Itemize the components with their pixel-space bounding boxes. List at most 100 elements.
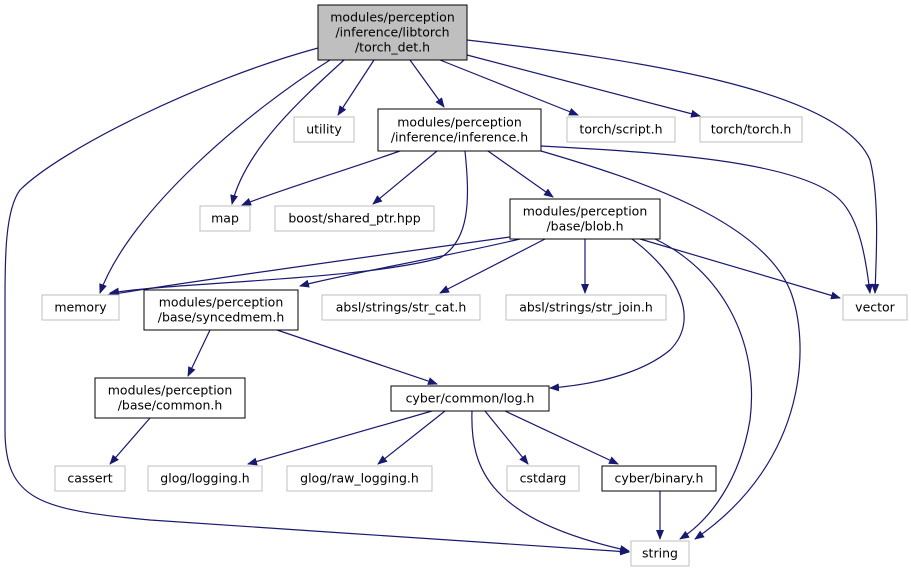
edge-torch_det-to-string xyxy=(4,47,630,556)
node-label-memory-line-0: memory xyxy=(54,300,107,315)
node-label-syncedmem-line-0: modules/perception xyxy=(159,295,284,310)
node-label-torch_torch-line-0: torch/torch.h xyxy=(711,122,792,137)
node-box-map xyxy=(199,205,251,232)
node-log[interactable]: cyber/common/log.h xyxy=(390,385,550,412)
node-box-torch_torch xyxy=(699,116,803,143)
node-blob[interactable]: modules/perception/base/blob.h xyxy=(509,198,661,240)
node-label-torch_det-line-2: /torch_det.h xyxy=(355,40,430,55)
edge-torch_det-to-inference xyxy=(409,59,445,108)
node-label-inference-line-1: /inference/inference.h xyxy=(391,130,528,145)
node-box-string xyxy=(630,540,690,567)
edge-log-to-binary xyxy=(504,410,619,465)
node-str_join: absl/strings/str_join.h xyxy=(505,294,667,321)
node-common[interactable]: modules/perception/base/common.h xyxy=(94,377,246,419)
node-label-utility-line-0: utility xyxy=(306,122,342,137)
node-label-cstdarg-line-0: cstdarg xyxy=(520,471,567,486)
node-box-glog_raw xyxy=(286,465,433,492)
node-label-common-line-1: /base/common.h xyxy=(118,398,223,413)
node-label-blob-line-0: modules/perception xyxy=(523,204,648,219)
node-label-syncedmem-line-1: /base/syncedmem.h xyxy=(158,310,285,325)
edge-inference-to-blob xyxy=(487,150,554,198)
node-glog_raw: glog/raw_logging.h xyxy=(286,465,433,492)
edge-inference-to-vector xyxy=(540,145,873,294)
edge-syncedmem-to-log xyxy=(276,329,438,385)
edge-inference-to-boost_shared xyxy=(372,150,438,205)
node-box-glog_logging xyxy=(147,465,263,492)
node-label-str_join-line-0: absl/strings/str_join.h xyxy=(519,300,653,315)
node-box-cstdarg xyxy=(506,465,580,492)
node-label-binary-line-0: cyber/binary.h xyxy=(615,471,704,486)
node-label-vector-line-0: vector xyxy=(855,300,896,315)
edge-inference-to-memory xyxy=(109,150,469,296)
edge-torch_det-to-memory xyxy=(99,59,331,294)
node-label-blob-line-1: /base/blob.h xyxy=(546,219,623,234)
node-box-vector xyxy=(842,294,908,321)
node-memory: memory xyxy=(41,294,120,321)
edge-log-to-glog_logging xyxy=(247,410,433,466)
node-label-boost_shared-line-0: boost/shared_ptr.hpp xyxy=(288,211,420,226)
node-box-common xyxy=(94,377,246,419)
node-box-binary xyxy=(601,465,717,492)
node-box-torch_det xyxy=(317,4,468,61)
node-box-syncedmem xyxy=(143,289,299,331)
node-inference[interactable]: modules/perception/inference/inference.h xyxy=(377,108,542,152)
node-label-map-line-0: map xyxy=(211,211,239,226)
edge-inference-to-string xyxy=(540,150,801,540)
node-vector: vector xyxy=(842,294,908,321)
node-label-str_cat-line-0: absl/strings/str_cat.h xyxy=(336,300,467,315)
node-box-memory xyxy=(41,294,120,321)
nodes-layer: modules/perception/inference/libtorch/to… xyxy=(41,4,908,567)
node-label-cassert-line-0: cassert xyxy=(67,471,112,486)
edge-torch_det-to-torch_script xyxy=(439,59,579,116)
node-cstdarg: cstdarg xyxy=(506,465,580,492)
node-binary[interactable]: cyber/binary.h xyxy=(601,465,717,492)
node-label-torch_det-line-0: modules/perception xyxy=(330,10,455,25)
edge-blob-to-vector xyxy=(639,238,841,300)
edge-torch_det-to-map xyxy=(230,59,345,205)
node-label-log-line-0: cyber/common/log.h xyxy=(406,391,535,406)
edges-layer xyxy=(4,39,880,556)
node-label-glog_logging-line-0: glog/logging.h xyxy=(160,471,249,486)
node-box-torch_script xyxy=(566,116,676,143)
node-box-cassert xyxy=(54,465,126,492)
node-torch_det[interactable]: modules/perception/inference/libtorch/to… xyxy=(317,4,468,61)
edge-log-to-glog_raw xyxy=(377,410,446,465)
edge-blob-to-syncedmem xyxy=(299,238,521,288)
node-label-torch_det-line-1: /inference/libtorch xyxy=(335,25,449,40)
edge-syncedmem-to-common xyxy=(187,329,211,377)
node-label-torch_script-line-0: torch/script.h xyxy=(579,122,662,137)
node-box-str_join xyxy=(505,294,667,321)
edge-log-to-string xyxy=(471,410,630,553)
node-cassert: cassert xyxy=(54,465,126,492)
node-string: string xyxy=(630,540,690,567)
edge-blob-to-log xyxy=(549,238,685,392)
node-torch_script: torch/script.h xyxy=(566,116,676,143)
edge-blob-to-memory xyxy=(107,236,511,298)
node-box-inference xyxy=(377,108,542,152)
node-boost_shared: boost/shared_ptr.hpp xyxy=(274,205,435,232)
node-label-inference-line-0: modules/perception xyxy=(397,115,522,130)
node-box-log xyxy=(390,385,550,412)
node-glog_logging: glog/logging.h xyxy=(147,465,263,492)
edge-torch_det-to-utility xyxy=(337,59,375,116)
node-utility: utility xyxy=(293,116,355,143)
node-label-glog_raw-line-0: glog/raw_logging.h xyxy=(300,471,419,486)
edge-log-to-cstdarg xyxy=(484,410,529,465)
node-box-str_cat xyxy=(321,294,481,321)
node-syncedmem[interactable]: modules/perception/base/syncedmem.h xyxy=(143,289,299,331)
node-str_cat: absl/strings/str_cat.h xyxy=(321,294,481,321)
node-box-blob xyxy=(509,198,661,240)
node-torch_torch: torch/torch.h xyxy=(699,116,803,143)
node-box-boost_shared xyxy=(274,205,435,232)
edge-common-to-cassert xyxy=(109,417,151,465)
edge-inference-to-map xyxy=(241,150,401,206)
node-box-utility xyxy=(293,116,355,143)
edge-torch_det-to-vector xyxy=(466,39,880,294)
edge-torch_det-to-torch_torch xyxy=(466,54,701,118)
edge-blob-to-string xyxy=(654,238,753,540)
node-label-common-line-0: modules/perception xyxy=(108,383,233,398)
node-label-string-line-0: string xyxy=(642,546,678,561)
node-map: map xyxy=(199,205,251,232)
edge-blob-to-str_cat xyxy=(439,238,546,294)
